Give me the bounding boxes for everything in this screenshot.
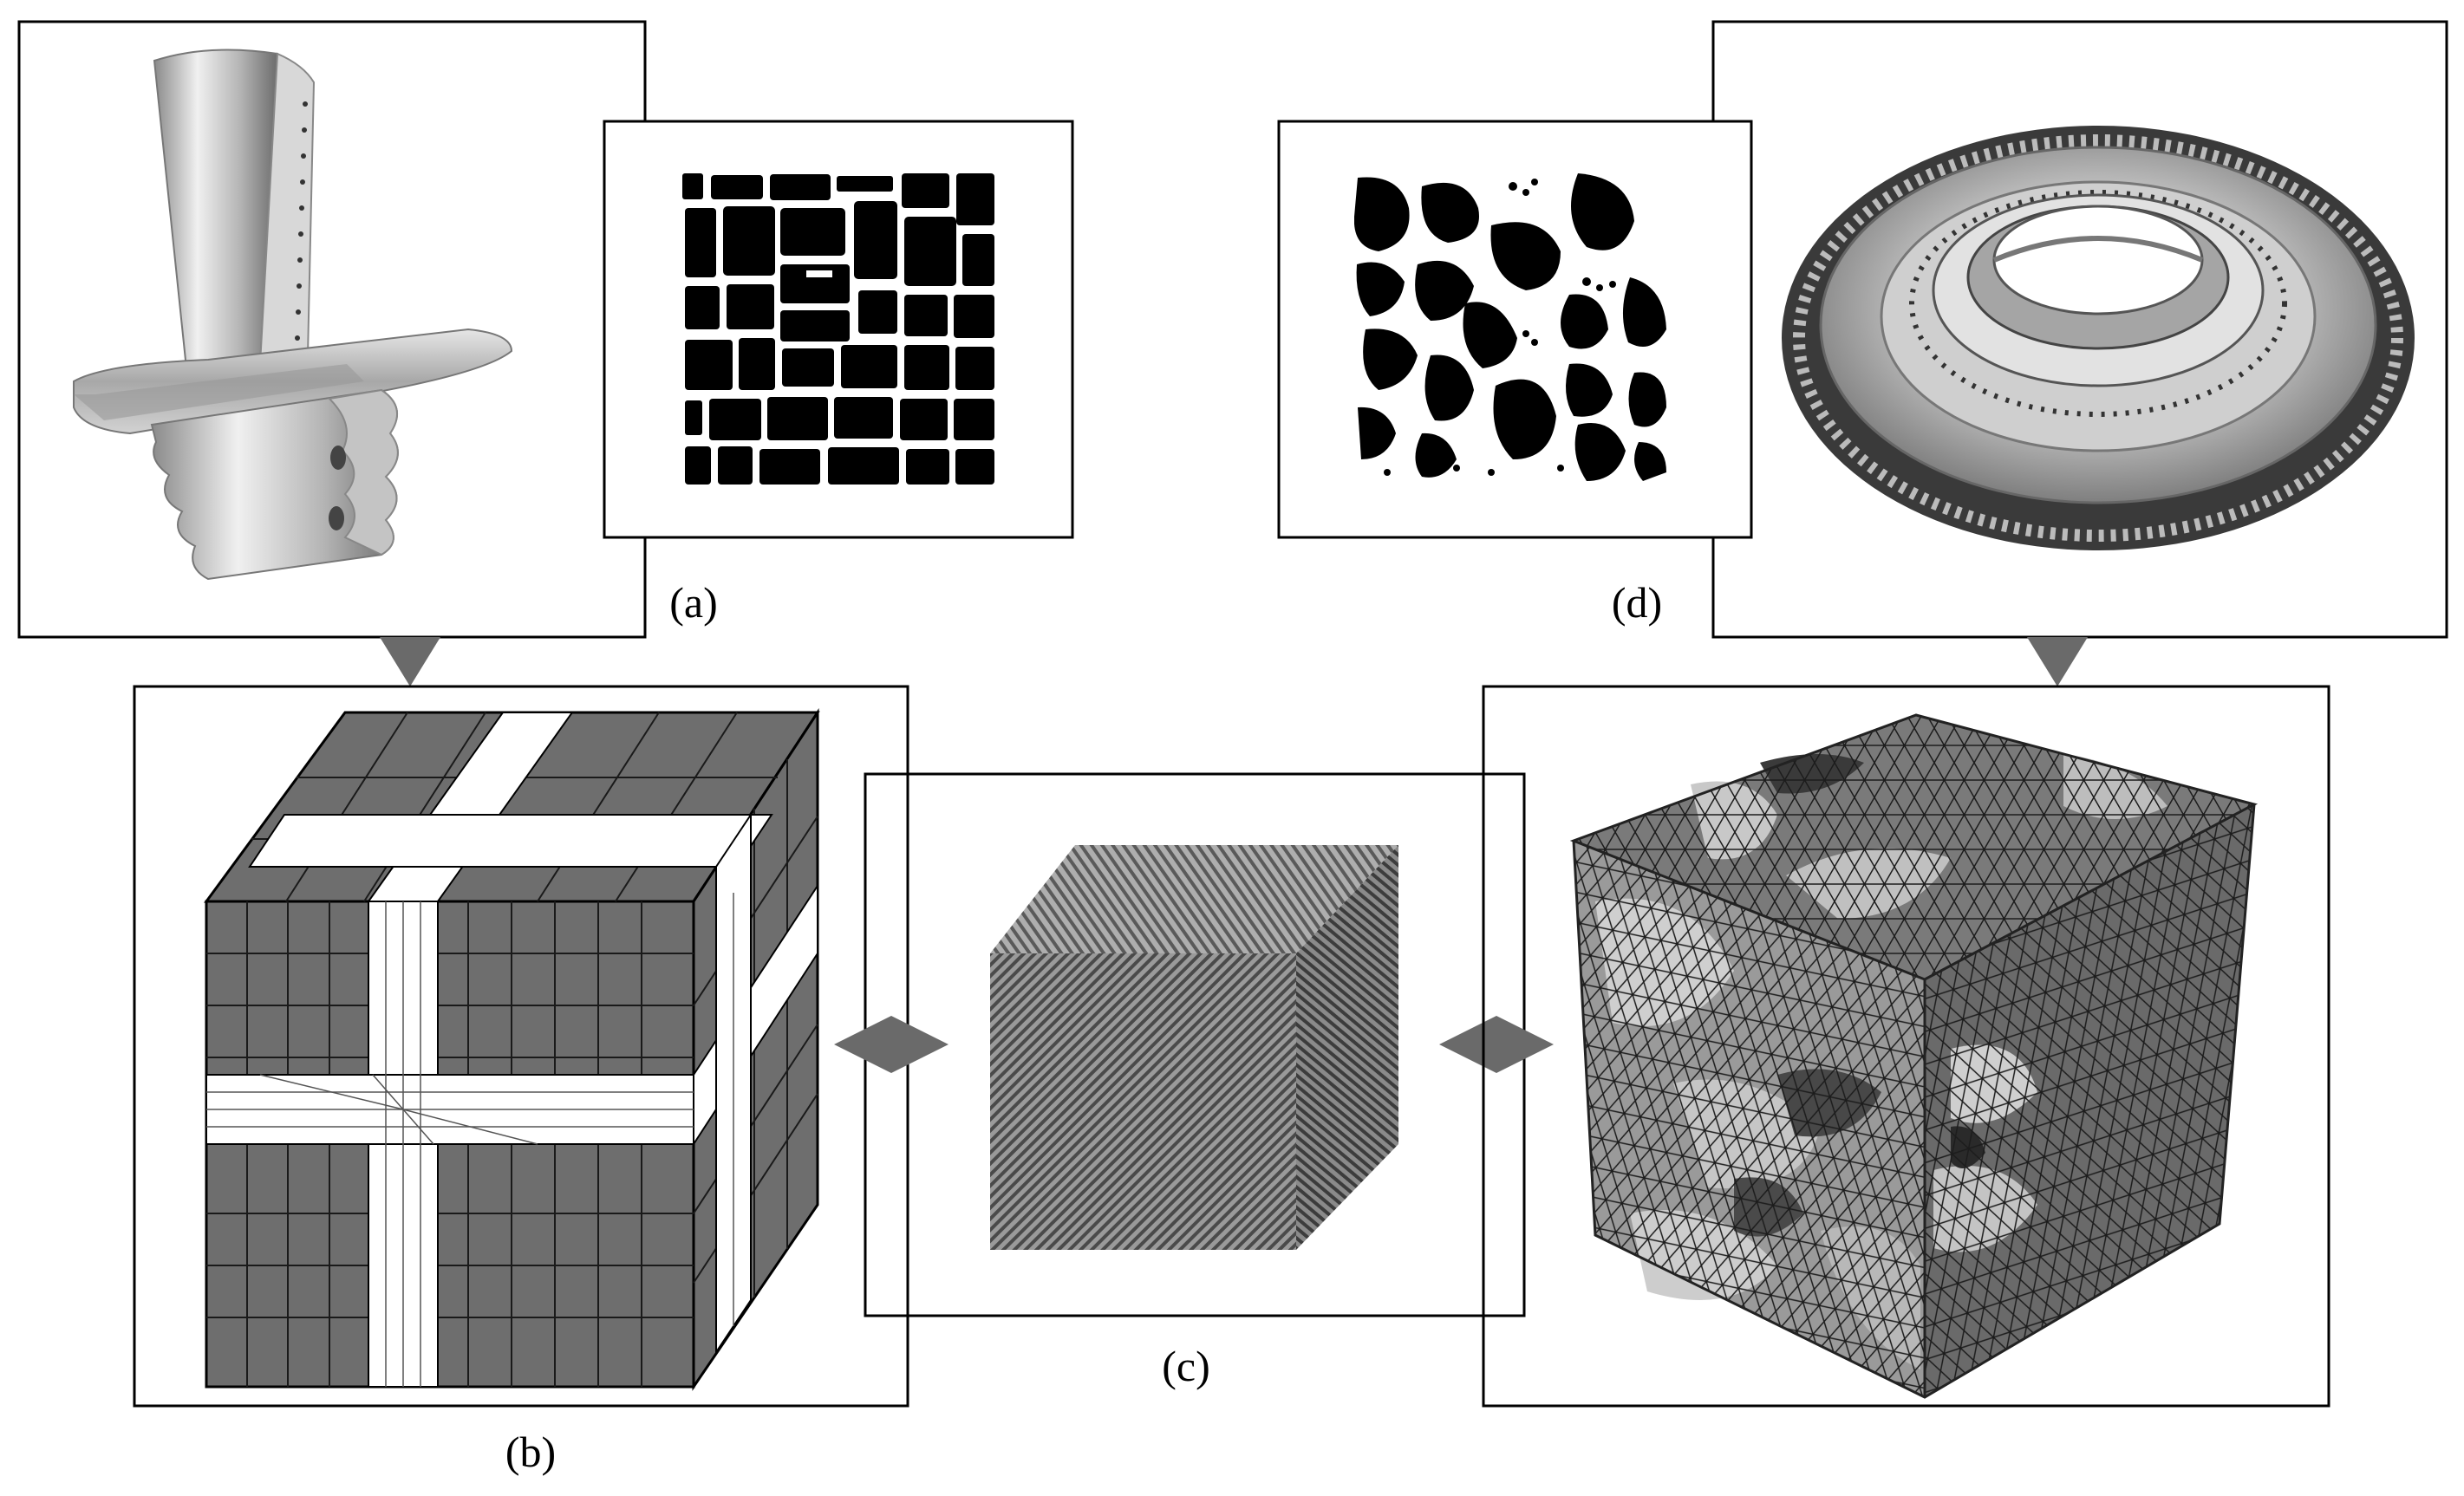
panel-tet-mesh-frame [1482,685,2330,1408]
panel-b: (b) [133,685,909,1476]
connector-diamond-left [834,1016,948,1073]
hex-mesh-cube-icon [204,707,820,1391]
rounded-microstructure-icon [1354,172,1668,485]
label-c: (c) [1162,1342,1210,1390]
connector-arrow-left [380,637,440,686]
cuboidal-microstructure-icon [681,172,994,485]
connector-diamond-right [1439,1016,1554,1073]
turbine-blade-icon [73,49,513,581]
label-a: (a) [669,578,718,627]
connector-arrow-right [2027,637,2088,686]
lattice-cube-icon [990,845,1398,1250]
panel-tet-mesh [1482,685,2330,1408]
tet-mesh-cube-icon [1569,713,2259,1399]
panel-c: (c) [864,772,1526,1390]
turbine-disk-icon [1782,126,2415,550]
panel-d: (d) [1277,20,2448,639]
panel-a: (a) [17,20,1074,639]
label-b: (b) [505,1428,556,1476]
label-d: (d) [1612,578,1662,627]
